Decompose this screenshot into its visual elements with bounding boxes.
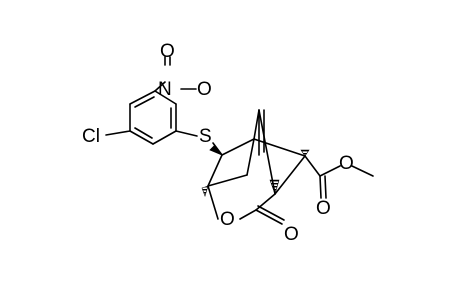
- ester-carbonyl-oxygen-label: O: [316, 198, 331, 219]
- hashed-bond: [269, 179, 280, 195]
- aryl-double-bond: [134, 96, 155, 108]
- lactone-carbonyl-bond: [255, 209, 283, 225]
- c-cl-bond: [105, 130, 131, 136]
- ester-carbonyl-double-bond: [324, 175, 327, 199]
- aryl-bond: [152, 130, 177, 145]
- ester-ether-oxygen-label: O: [339, 153, 354, 174]
- core-bond: [207, 154, 223, 187]
- core-bond: [207, 174, 248, 187]
- lactone-carbonyl-double-bond: [257, 205, 285, 221]
- aryl-s-bond: [175, 130, 198, 137]
- lactone-carbonyl-oxygen-label: O: [284, 224, 299, 245]
- s-core-bond: [212, 142, 223, 156]
- hashed-bond: [300, 149, 310, 157]
- nitrogen-label: N: [158, 79, 172, 100]
- core-bond: [253, 138, 306, 157]
- core-ester-bond: [304, 155, 321, 177]
- bond-layer: [105, 56, 374, 225]
- core-bond: [255, 193, 276, 211]
- ester-o-bond: [319, 165, 341, 177]
- aryl-bond: [129, 90, 156, 105]
- nitro-oxygen-label: O: [160, 41, 175, 62]
- lactone-ring-oxygen-label: O: [220, 209, 235, 230]
- o-methyl-bond: [351, 165, 374, 177]
- ester-carbonyl-bond: [319, 175, 322, 199]
- sulfur-bonds: [207, 138, 255, 187]
- aryl-bond: [129, 130, 154, 145]
- o-c-ring-bond: [239, 209, 257, 220]
- core-bond: [274, 155, 306, 195]
- core-bond: [221, 138, 255, 156]
- chlorine-label: Cl: [82, 126, 100, 147]
- nitro-oxygen-label: O: [197, 79, 212, 100]
- c-o-ring-bond: [207, 185, 219, 220]
- hashed-bond: [201, 185, 209, 197]
- aryl-double-bond: [134, 127, 153, 139]
- sulfur-label: S: [199, 126, 212, 147]
- c-n-bond: [154, 81, 166, 92]
- aryl-bond: [154, 90, 177, 105]
- core-bond: [246, 138, 255, 176]
- core-bond: [253, 109, 260, 140]
